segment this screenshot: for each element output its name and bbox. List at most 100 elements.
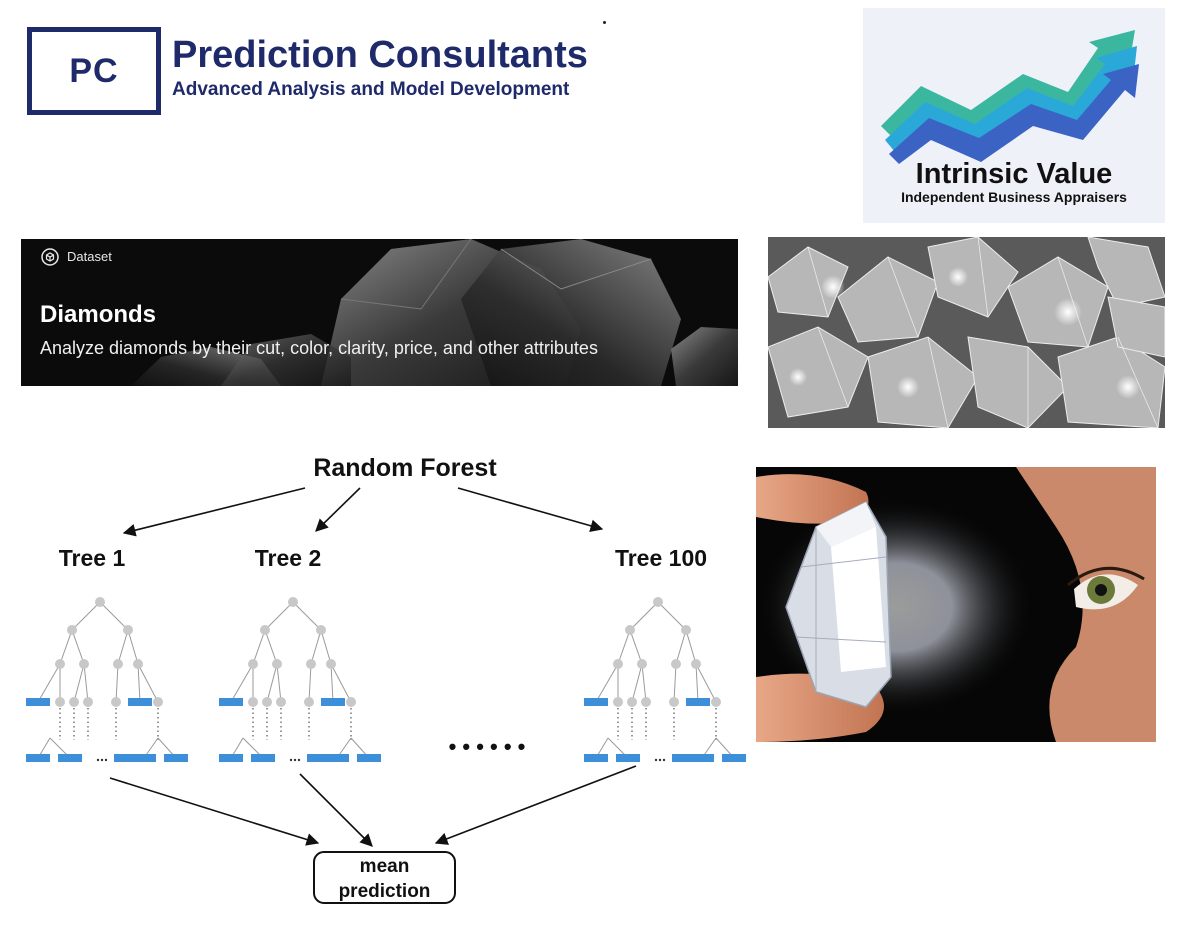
tree-node xyxy=(248,659,258,669)
tree-node xyxy=(55,697,65,707)
random-forest-diagram: Random Forest Tree 1 Tree 2 Tree 100 • •… xyxy=(26,454,746,904)
arrow-tree-100-to-output xyxy=(434,765,637,845)
diamond-pile-art xyxy=(768,237,1165,428)
tree-edge xyxy=(657,601,687,631)
tree-edge xyxy=(320,629,332,665)
tree-label: Tree 100 xyxy=(615,545,707,571)
tree-ellipsis-dot xyxy=(96,758,100,762)
company-name: Prediction Consultants xyxy=(172,34,588,76)
tree-ellipsis-dot xyxy=(662,758,666,762)
tree-edge xyxy=(641,663,647,703)
tree-edge xyxy=(675,629,687,665)
stray-dot xyxy=(603,21,606,24)
tree-ellipsis-dot xyxy=(104,758,108,762)
output-label-line-1: mean xyxy=(360,856,410,877)
trees-ellipsis: • • • • • • xyxy=(449,734,526,759)
tree-edge xyxy=(264,601,294,631)
decision-tree xyxy=(219,597,381,762)
arrow-tree-1-to-output xyxy=(109,777,320,846)
partner-tagline: Independent Business Appraisers xyxy=(901,189,1127,205)
tree-ellipsis-dot xyxy=(289,758,293,762)
tree-node xyxy=(637,659,647,669)
tree-leaf xyxy=(325,754,349,762)
tree-leaf xyxy=(219,698,243,706)
tree-edge xyxy=(266,663,278,703)
trend-arrow-icon xyxy=(881,30,1139,164)
tree-leaf xyxy=(128,698,152,706)
tree-node xyxy=(69,697,79,707)
tree-edge xyxy=(37,663,61,703)
tree-node xyxy=(276,697,286,707)
tree-node xyxy=(316,625,326,635)
tree-leaf xyxy=(114,754,138,762)
tree-edge xyxy=(330,663,334,703)
tree-edge xyxy=(83,663,89,703)
tree-node xyxy=(669,697,679,707)
output-label-line-2: prediction xyxy=(339,881,431,902)
tree-leaf xyxy=(690,754,714,762)
tree-edge xyxy=(330,663,352,703)
tree-node xyxy=(113,659,123,669)
tree-edge xyxy=(695,663,699,703)
tree-leaf xyxy=(584,754,608,762)
tree-edge xyxy=(629,601,659,631)
tree-edge xyxy=(673,663,677,703)
tree-edge xyxy=(264,629,278,665)
tree-leaf xyxy=(219,754,243,762)
tree-leaf xyxy=(307,754,331,762)
tree-edge xyxy=(629,629,643,665)
tree-node xyxy=(260,625,270,635)
tree-edge xyxy=(137,663,141,703)
tree-leaf xyxy=(26,754,50,762)
tree-edge xyxy=(73,663,85,703)
tree-leaf xyxy=(58,754,82,762)
tree-edge xyxy=(71,629,85,665)
tree-edge xyxy=(59,629,73,665)
arrow-title-to-tree-2 xyxy=(315,487,361,532)
eye-diamond-photo xyxy=(756,467,1156,742)
tree-node xyxy=(671,659,681,669)
tree-leaf xyxy=(616,754,640,762)
tree-leaf xyxy=(26,698,50,706)
pc-logo: PC xyxy=(27,27,161,115)
tree-edge xyxy=(230,663,254,703)
arrow-title-to-tree-1 xyxy=(122,487,306,537)
tree-node xyxy=(306,659,316,669)
tree-node xyxy=(133,659,143,669)
company-tagline: Advanced Analysis and Model Development xyxy=(172,79,570,100)
tree-node xyxy=(55,659,65,669)
tree-edge xyxy=(127,629,139,665)
pc-logo-initials: PC xyxy=(69,51,119,90)
tree-node xyxy=(653,597,663,607)
tree-node xyxy=(304,697,314,707)
dataset-title[interactable]: Diamonds xyxy=(40,301,157,328)
tree-ellipsis-dot xyxy=(658,758,662,762)
tree-edge xyxy=(685,629,697,665)
arrow-tree-2-to-output xyxy=(299,773,373,847)
tree-edge xyxy=(99,601,129,631)
tree-leaf xyxy=(132,754,156,762)
tree-node xyxy=(95,597,105,607)
tree-edge xyxy=(117,629,129,665)
tree-label: Tree 2 xyxy=(255,545,322,571)
tree-ellipsis-dot xyxy=(100,758,104,762)
tree-node xyxy=(79,659,89,669)
diamond-banner-art xyxy=(131,239,738,386)
diamond-pile-photo xyxy=(768,237,1165,428)
tree-node xyxy=(641,697,651,707)
tree-leaf xyxy=(251,754,275,762)
tree-edge xyxy=(292,601,322,631)
tree-edge xyxy=(71,601,101,631)
tree-leaf xyxy=(584,698,608,706)
tree-node xyxy=(346,697,356,707)
dataset-description: Analyze diamonds by their cut, color, cl… xyxy=(40,338,598,358)
diagram-title: Random Forest xyxy=(313,454,497,482)
eye-diamond-art xyxy=(756,467,1156,742)
tree-node xyxy=(111,697,121,707)
tree-edge xyxy=(137,663,159,703)
output-box xyxy=(313,851,456,904)
tree-edge xyxy=(631,663,643,703)
tree-node xyxy=(711,697,721,707)
dataset-banner[interactable]: Dataset Diamonds Analyze diamonds by the… xyxy=(21,239,738,386)
tree-edge xyxy=(252,629,266,665)
